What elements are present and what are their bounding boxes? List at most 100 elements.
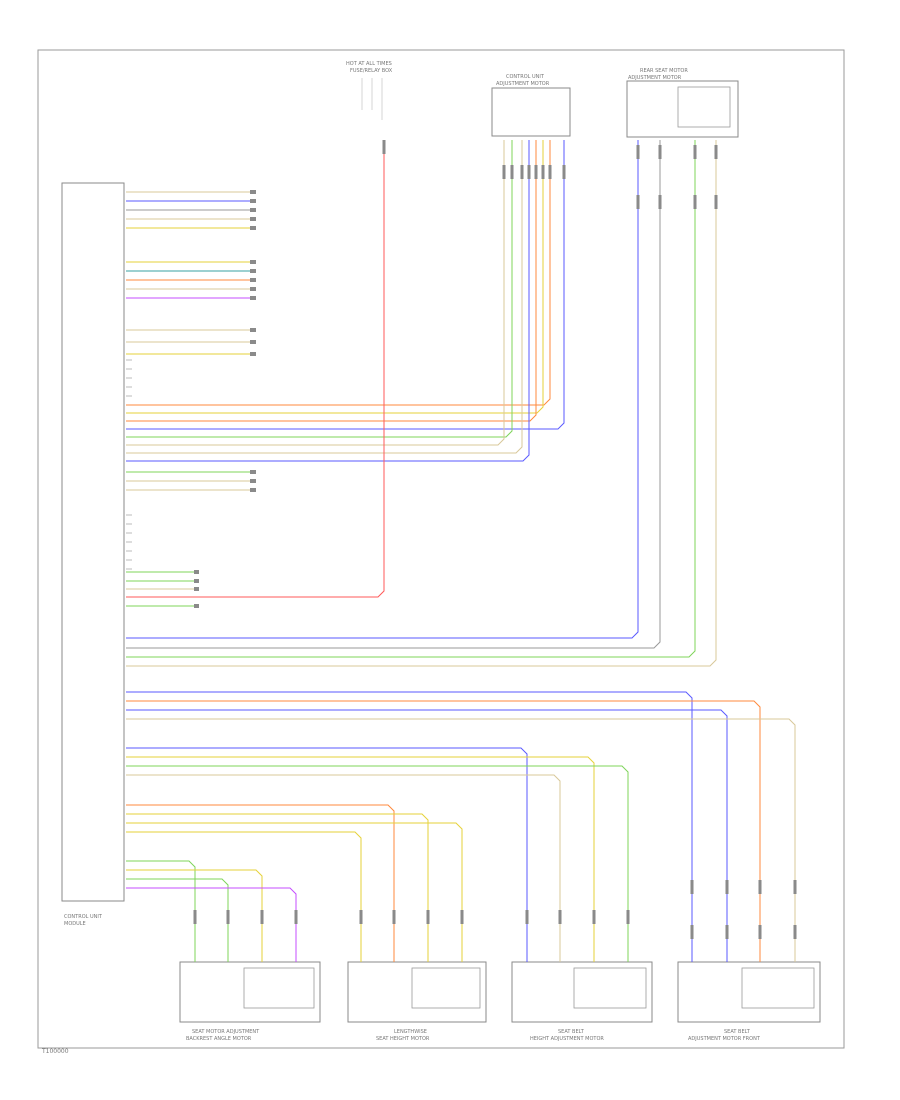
connector-mark (658, 145, 662, 159)
connector-mark (250, 226, 256, 230)
connector-mark (758, 925, 762, 939)
wire-15 (126, 140, 544, 414)
wire-20 (126, 140, 523, 454)
connector-mark (250, 328, 256, 332)
connector-mark (525, 910, 529, 924)
connector-mark (226, 910, 230, 924)
bottom-motor-2-label-2: SEAT HEIGHT MOTOR (376, 1036, 430, 1042)
connector-mark (714, 145, 718, 159)
wire-48 (126, 878, 229, 962)
wire-30 (126, 140, 639, 639)
connector-mark (250, 352, 256, 356)
wire-25 (126, 140, 385, 598)
connector-mark (592, 910, 596, 924)
connector-mark (392, 910, 396, 924)
wire-35 (126, 700, 761, 962)
bottom-motor-4-label-2: ADJUSTMENT MOTOR FRONT (688, 1036, 761, 1042)
bottom-motor-2 (347, 961, 487, 1023)
connector-mark (693, 195, 697, 209)
connector-mark (250, 278, 256, 282)
diagram-frame (37, 49, 845, 1049)
connector-mark (562, 165, 566, 179)
wire-42 (126, 804, 395, 962)
connector-mark (250, 199, 256, 203)
connector-mark (793, 925, 797, 939)
rear-seat-motor-inner (677, 86, 731, 128)
top-control-unit-label-2: ADJUSTMENT MOTOR (496, 81, 550, 87)
wire-49 (126, 887, 297, 962)
bottom-motor-3-label-1: SEAT BELT (558, 1029, 585, 1035)
wire-43 (126, 813, 429, 962)
connector-mark (510, 165, 514, 179)
bottom-motor-4-label-1: SEAT BELT (724, 1029, 751, 1035)
connector-mark (250, 296, 256, 300)
wire-44 (126, 822, 463, 962)
connector-mark (294, 910, 298, 924)
connector-mark (714, 195, 718, 209)
connector-mark-layer (193, 140, 797, 939)
connector-mark (636, 145, 640, 159)
wire-41 (126, 774, 561, 962)
wire-19 (126, 140, 505, 446)
connector-mark (527, 165, 531, 179)
bottom-motor-1-inner (243, 967, 315, 1009)
connector-mark (690, 880, 694, 894)
connector-mark (193, 910, 197, 924)
connector-mark (250, 340, 256, 344)
connector-mark (194, 570, 199, 574)
connector-mark (426, 910, 430, 924)
bottom-motor-3 (511, 961, 653, 1023)
connector-mark (502, 165, 506, 179)
bottom-motor-2-inner (411, 967, 481, 1009)
wire-layer (126, 140, 796, 962)
connector-mark (250, 287, 256, 291)
connector-mark (793, 880, 797, 894)
wire-18 (126, 140, 513, 438)
connector-mark (250, 190, 256, 194)
wire-32 (126, 140, 696, 658)
wire-14 (126, 140, 551, 406)
connector-mark (382, 140, 386, 154)
connector-mark (250, 470, 256, 474)
connector-mark (359, 910, 363, 924)
bottom-motor-4 (677, 961, 821, 1023)
connector-mark (194, 587, 199, 591)
fuse-box-pins (361, 78, 383, 120)
fuse-box-label-2: FUSE/RELAY BOX (350, 68, 393, 74)
wire-45 (126, 831, 362, 962)
wire-40 (126, 765, 629, 962)
connector-mark (250, 260, 256, 264)
main-module-label-2: MODULE (64, 921, 86, 927)
connector-mark (250, 479, 256, 483)
wire-17 (126, 140, 565, 430)
connector-mark (250, 217, 256, 221)
top-control-unit (491, 87, 571, 137)
connector-mark (636, 195, 640, 209)
bottom-motor-1-label-2: BACKREST ANGLE MOTOR (186, 1036, 252, 1042)
connector-mark (658, 195, 662, 209)
wire-16 (126, 140, 537, 422)
rear-seat-motor (626, 80, 739, 138)
bottom-motor-2-label-1: LENGTHWISE (394, 1029, 427, 1035)
wire-37 (126, 718, 796, 962)
connector-mark (693, 145, 697, 159)
connector-mark (260, 910, 264, 924)
wire-36 (126, 709, 728, 962)
connector-mark (250, 269, 256, 273)
wire-21 (126, 140, 530, 462)
connector-mark (758, 880, 762, 894)
connector-mark (250, 488, 256, 492)
connector-mark (725, 880, 729, 894)
connector-mark (725, 925, 729, 939)
rear-seat-motor-label-1: REAR SEAT MOTOR (640, 68, 688, 74)
wire-33 (126, 140, 717, 667)
main-control-module (61, 182, 125, 902)
rear-seat-motor-label-2: ADJUSTMENT MOTOR (628, 75, 682, 81)
connector-mark (558, 910, 562, 924)
connector-mark (194, 579, 199, 583)
connector-mark (534, 165, 538, 179)
connector-mark (626, 910, 630, 924)
main-module-label-1: CONTROL UNIT (64, 914, 103, 920)
wire-31 (126, 140, 661, 649)
